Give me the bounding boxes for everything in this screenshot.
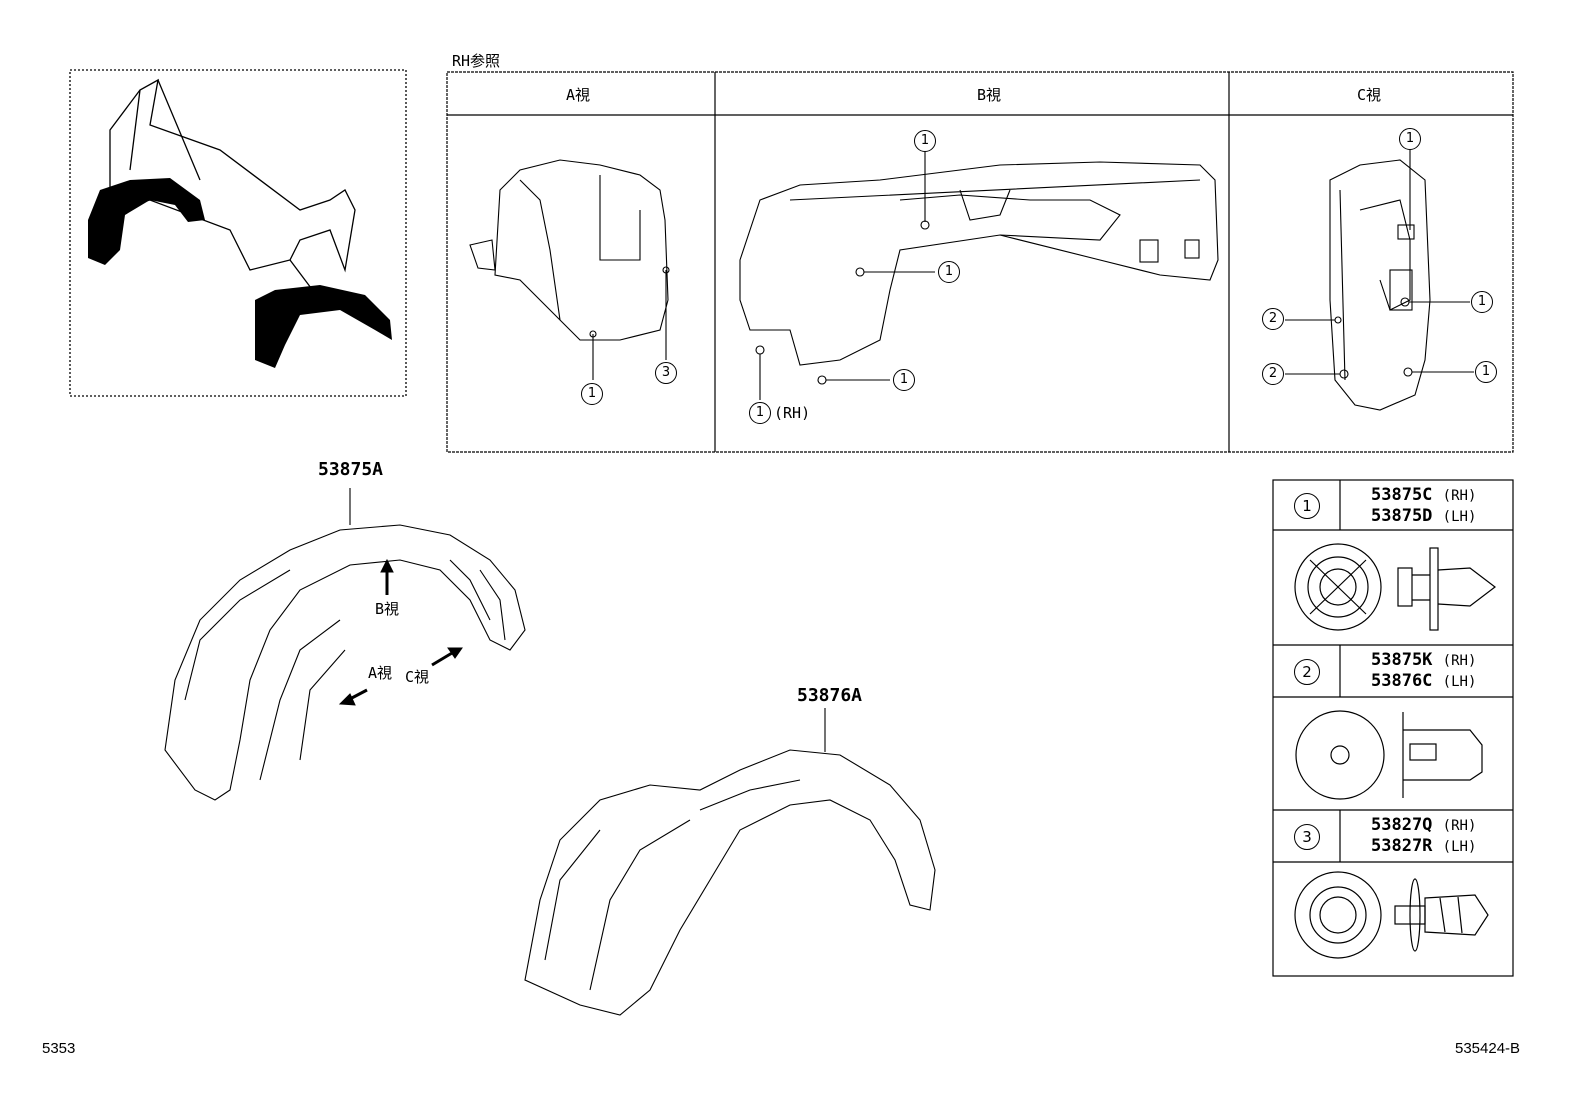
- callout-1-c-low: 1: [1475, 361, 1497, 383]
- part-side: (LH): [1442, 674, 1477, 690]
- c-view-part: [1285, 150, 1474, 411]
- part-number-front-liner: 53875A: [318, 459, 384, 480]
- clip-2-illustration: [1295, 710, 1483, 800]
- rear-liner-drawing: [524, 708, 936, 1016]
- callout-1-c-mid: 1: [1471, 291, 1493, 313]
- part-side: (LH): [1442, 839, 1477, 855]
- part-number-rear-liner: 53876A: [797, 685, 863, 706]
- part-side: (RH): [1442, 818, 1477, 834]
- clip-1-illustration: [1294, 543, 1496, 631]
- view-c-header: C視: [1357, 86, 1382, 104]
- callout-1-b-top: 1: [914, 130, 936, 152]
- footer-right-code: 535424-B: [1455, 1040, 1521, 1057]
- overview-highlight-front: [88, 178, 205, 265]
- view-a-header: A視: [566, 86, 591, 104]
- footer-left-code: 5353: [42, 1040, 76, 1057]
- part-code: 53875C: [1371, 485, 1433, 505]
- views-table-frame: [446, 71, 1514, 453]
- part-code: 53875K: [1371, 650, 1433, 670]
- overview-highlight-rear: [255, 285, 392, 368]
- b-view-arrow-label: B視: [375, 600, 400, 618]
- callout-1-b-low: 1: [893, 369, 915, 391]
- callout-3-a-view: 3: [655, 362, 677, 384]
- overview-panel: [69, 69, 407, 397]
- part-code: 53876C: [1371, 671, 1433, 691]
- part-side: (LH): [1442, 509, 1477, 525]
- part-code: 53827R: [1371, 836, 1433, 856]
- clip-3-illustration: [1294, 871, 1489, 959]
- a-view-part: [469, 159, 670, 380]
- b-view-part: [739, 150, 1219, 400]
- rh-reference-label: RH参照: [452, 52, 501, 70]
- callout-1-a-view: 1: [581, 383, 603, 405]
- c-view-arrow-label: C視: [405, 668, 430, 686]
- parts-list-num-3: 3: [1294, 824, 1320, 850]
- part-side: (RH): [1442, 488, 1477, 504]
- parts-list-codes-2: 53875K (RH) 53876C (LH): [1371, 650, 1476, 692]
- view-arrows: [338, 558, 463, 706]
- callout-1-c-top: 1: [1399, 128, 1421, 150]
- a-view-arrow-label: A視: [368, 664, 393, 682]
- parts-list-frame: [1272, 479, 1514, 977]
- parts-list-num-2: 2: [1294, 659, 1320, 685]
- callout-2-c-upper: 2: [1262, 308, 1284, 330]
- callout-2-c-lower: 2: [1262, 363, 1284, 385]
- parts-list-codes-1: 53875C (RH) 53875D (LH): [1371, 485, 1476, 527]
- part-code: 53875D: [1371, 506, 1433, 526]
- parts-list-num-1: 1: [1294, 493, 1320, 519]
- part-code: 53827Q: [1371, 815, 1433, 835]
- callout-1-b-mid: 1: [938, 261, 960, 283]
- rh-note: (RH): [774, 404, 811, 422]
- callout-1-b-rh: 1: [749, 402, 771, 424]
- part-side: (RH): [1442, 653, 1477, 669]
- front-liner-drawing: [164, 488, 526, 801]
- parts-list-codes-3: 53827Q (RH) 53827R (LH): [1371, 815, 1476, 857]
- view-b-header: B視: [977, 86, 1002, 104]
